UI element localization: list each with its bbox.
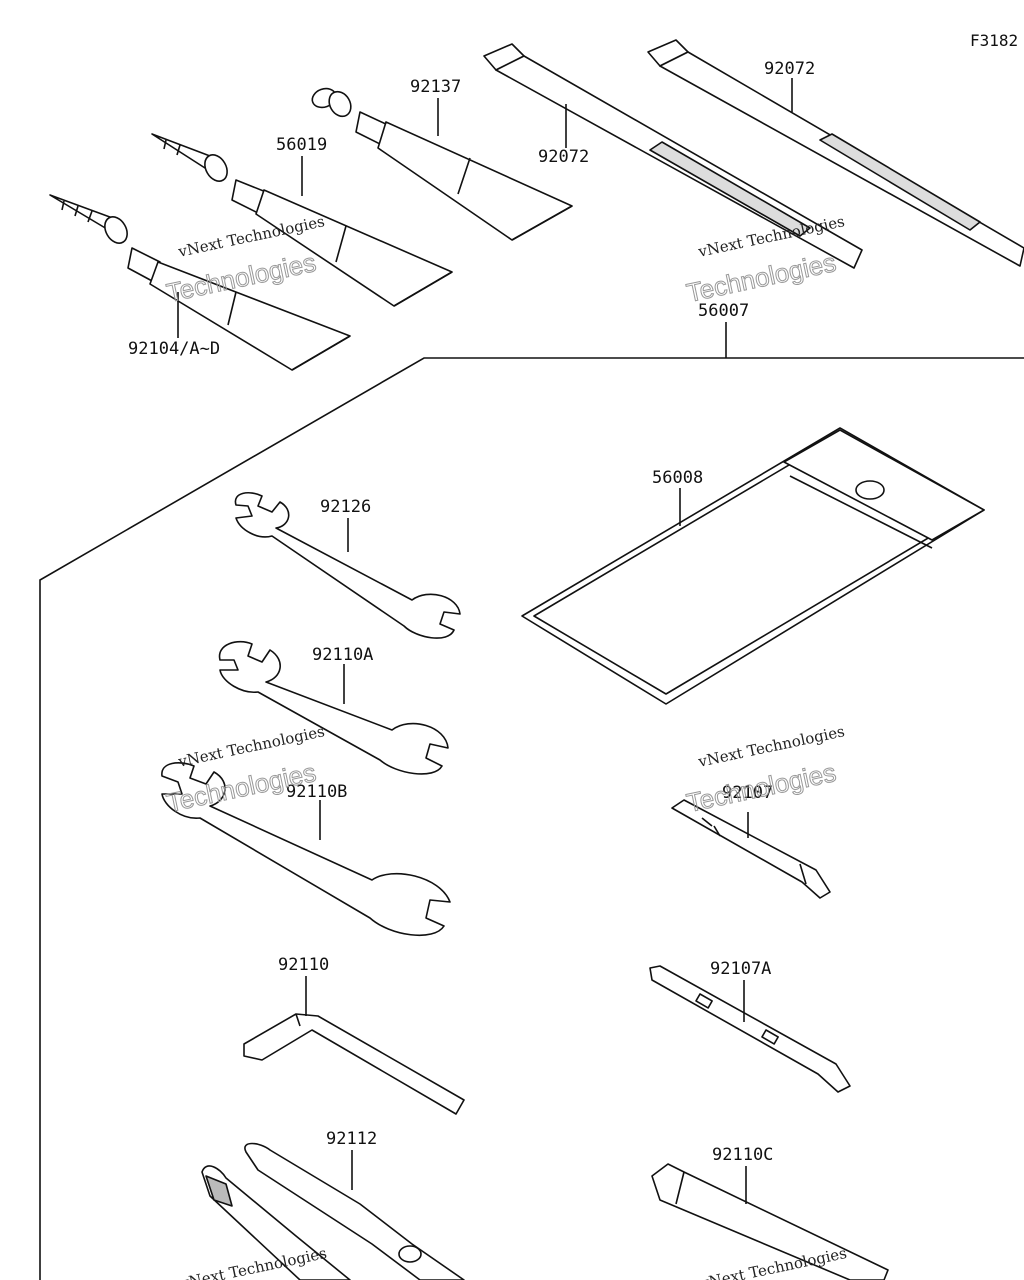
label-92072-right[interactable]: 92072 xyxy=(764,59,815,79)
screwdriver-92107A[interactable] xyxy=(649,965,851,1093)
tube-92137[interactable] xyxy=(310,85,573,241)
label-56019[interactable]: 56019 xyxy=(276,135,327,155)
wrench-92126[interactable] xyxy=(234,491,461,639)
label-92112[interactable]: 92112 xyxy=(326,1129,377,1149)
svg-text:vNext Technologies: vNext Technologies xyxy=(698,1244,848,1280)
screwdriver-92107[interactable] xyxy=(671,799,831,899)
cable-tie-92072-right[interactable] xyxy=(647,39,1024,267)
figure-id: F3182 xyxy=(970,31,1018,50)
label-92126[interactable]: 92126 xyxy=(320,497,371,517)
label-92107[interactable]: 92107 xyxy=(722,783,773,803)
wrench-92110B[interactable] xyxy=(161,762,451,937)
label-92072-left[interactable]: 92072 xyxy=(538,147,589,167)
label-92110A[interactable]: 92110A xyxy=(312,645,373,665)
tube-56019[interactable] xyxy=(151,133,453,307)
toolkit-bracket-56007 xyxy=(39,322,1024,1280)
tube-92104[interactable] xyxy=(49,194,351,371)
watermark-bottom-right: vNext Technologies xyxy=(698,1244,848,1280)
label-92110[interactable]: 92110 xyxy=(278,955,329,975)
label-92110B[interactable]: 92110B xyxy=(286,782,347,802)
hex-key-92110[interactable] xyxy=(243,1013,465,1115)
wrench-92110A[interactable] xyxy=(218,640,449,775)
tool-bag-56008[interactable] xyxy=(521,427,985,705)
label-92110C[interactable]: 92110C xyxy=(712,1145,773,1165)
pliers-92112[interactable] xyxy=(201,1142,465,1280)
handle-92110C[interactable] xyxy=(651,1163,889,1280)
label-92107A[interactable]: 92107A xyxy=(710,959,771,979)
cable-tie-92072-left[interactable] xyxy=(483,43,863,269)
watermark-mid-right: vNext Technologies Technologies xyxy=(683,722,846,818)
label-56007[interactable]: 56007 xyxy=(698,301,749,321)
label-56008[interactable]: 56008 xyxy=(652,468,703,488)
label-92137[interactable]: 92137 xyxy=(410,77,461,97)
watermark-top-left: vNext Technologies Technologies xyxy=(163,212,326,308)
label-92104[interactable]: 92104/A~D xyxy=(128,339,220,359)
watermark-top-right: vNext Technologies Technologies xyxy=(683,212,846,308)
